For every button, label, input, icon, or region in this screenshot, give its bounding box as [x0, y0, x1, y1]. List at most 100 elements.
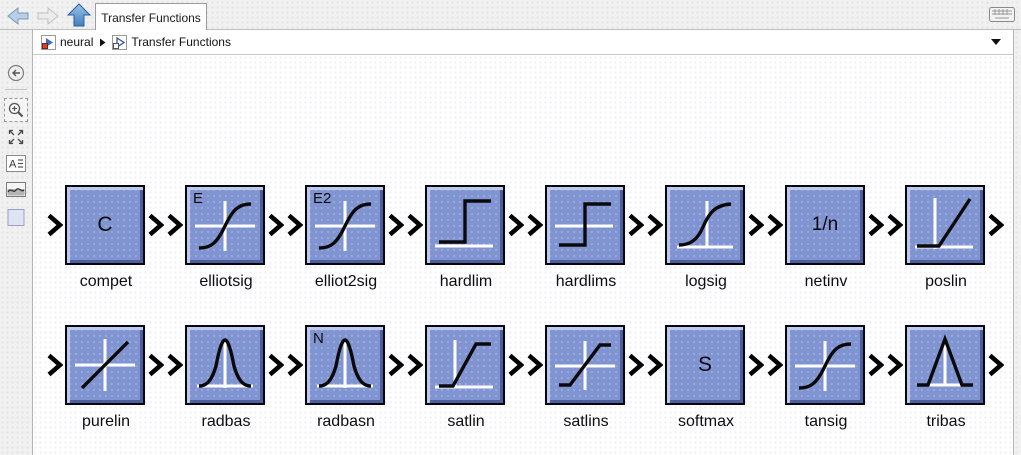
library-icon: [112, 34, 128, 50]
block-label: elliotsig: [199, 273, 253, 290]
block-softmax[interactable]: S: [665, 325, 745, 405]
block-cell-radbas: radbas: [166, 325, 286, 433]
input-port-icon: [47, 353, 63, 377]
forward-arrow-icon: [37, 6, 59, 26]
text-annotation-icon: A: [6, 155, 26, 172]
block-label: logsig: [685, 273, 727, 290]
keyboard-icon[interactable]: [989, 7, 1015, 22]
output-port-icon: [628, 213, 644, 237]
fit-to-view-button[interactable]: [7, 128, 25, 146]
block-tribas[interactable]: [905, 325, 985, 405]
forward-button[interactable]: [36, 4, 62, 26]
input-port-icon: [167, 213, 183, 237]
image-annotation-icon: [6, 182, 26, 197]
block-label: hardlim: [439, 273, 493, 290]
input-port-icon: [767, 213, 783, 237]
input-port-icon: [167, 353, 183, 377]
hardlims-curve-icon: [555, 202, 613, 247]
satlins-curve-icon: [555, 341, 615, 390]
input-port-icon: [647, 353, 663, 377]
back-circle-button[interactable]: [7, 64, 25, 82]
block-cell-hardlims: hardlims: [526, 185, 646, 293]
output-port-icon: [748, 353, 764, 377]
image-annotation-button[interactable]: [6, 182, 26, 197]
block-cell-netinv: 1/n netinv: [766, 185, 886, 293]
block-cell-tribas: tribas: [886, 325, 1006, 433]
block-tansig[interactable]: [785, 325, 865, 405]
block-label: netinv: [804, 273, 848, 290]
block-label: purelin: [81, 413, 131, 430]
block-label: compet: [79, 273, 133, 290]
block-satlin[interactable]: [425, 325, 505, 405]
block-netinv[interactable]: 1/n: [785, 185, 865, 265]
library-icon: [41, 34, 56, 50]
input-port-icon: [287, 353, 303, 377]
block-hardlim[interactable]: [425, 185, 505, 265]
back-circle-icon: [7, 64, 25, 82]
block-label: poslin: [925, 273, 967, 290]
block-elliotsig[interactable]: E: [185, 185, 265, 265]
block-letter-label: S: [697, 353, 712, 376]
block-label: satlins: [563, 413, 609, 430]
fit-to-view-icon: [8, 129, 24, 145]
block-purelin[interactable]: [65, 325, 145, 405]
zoom-in-button[interactable]: [4, 98, 28, 122]
breadcrumb-item-transfer-functions[interactable]: Transfer Functions: [112, 34, 231, 50]
input-port-icon: [47, 213, 63, 237]
logsig-curve-icon: [677, 201, 733, 249]
block-cell-satlin: satlin: [406, 325, 526, 433]
output-port-icon: [508, 213, 524, 237]
block-cell-tansig: tansig: [766, 325, 886, 433]
back-arrow-icon: [7, 6, 29, 26]
block-elliot2sig[interactable]: E2: [305, 185, 385, 265]
block-poslin[interactable]: [905, 185, 985, 265]
output-port-icon: [388, 353, 404, 377]
radbas-curve-icon: [197, 338, 253, 388]
block-hardlims[interactable]: [545, 185, 625, 265]
sidebar-separator: [5, 89, 27, 90]
block-letter-label: 1/n: [811, 214, 839, 235]
breadcrumb-label: Transfer Functions: [131, 35, 231, 49]
block-cell-poslin: poslin: [886, 185, 1006, 293]
input-port-icon: [287, 213, 303, 237]
block-label: elliot2sig: [314, 273, 378, 290]
block-letter-label: C: [97, 213, 113, 236]
block-corner-label: E2: [313, 190, 332, 207]
input-port-icon: [407, 213, 423, 237]
input-port-icon: [887, 353, 903, 377]
hardlim-curve-icon: [435, 199, 493, 248]
output-port-icon: [748, 213, 764, 237]
block-label: satlin: [447, 413, 485, 430]
block-cell-hardlim: hardlim: [406, 185, 526, 293]
block-label: tansig: [804, 413, 848, 430]
block-radbas[interactable]: [185, 325, 265, 405]
block-cell-logsig: logsig: [646, 185, 766, 293]
breadcrumb-item-neural[interactable]: neural: [41, 34, 93, 50]
area-box-button[interactable]: [7, 209, 25, 226]
block-label: radbasn: [317, 413, 375, 430]
back-button[interactable]: [6, 4, 32, 26]
caret-down-icon[interactable]: [987, 37, 1005, 47]
output-port-icon: [628, 353, 644, 377]
tab-transfer-functions[interactable]: Transfer Functions: [95, 3, 207, 31]
output-port-icon: [268, 213, 284, 237]
output-port-icon: [148, 213, 164, 237]
tribas-curve-icon: [917, 334, 973, 387]
output-port-icon: [988, 213, 1004, 237]
output-port-icon: [508, 353, 524, 377]
block-compet[interactable]: C: [65, 185, 145, 265]
up-button[interactable]: [66, 2, 92, 27]
sigmoid-curve-icon: [315, 201, 375, 251]
block-label: tribas: [926, 413, 966, 430]
block-label: softmax: [677, 413, 734, 430]
input-port-icon: [527, 213, 543, 237]
block-radbasn[interactable]: N: [305, 325, 385, 405]
block-logsig[interactable]: [665, 185, 745, 265]
text-annotation-button[interactable]: A: [6, 155, 26, 172]
block-satlins[interactable]: [545, 325, 625, 405]
output-port-icon: [988, 353, 1004, 377]
